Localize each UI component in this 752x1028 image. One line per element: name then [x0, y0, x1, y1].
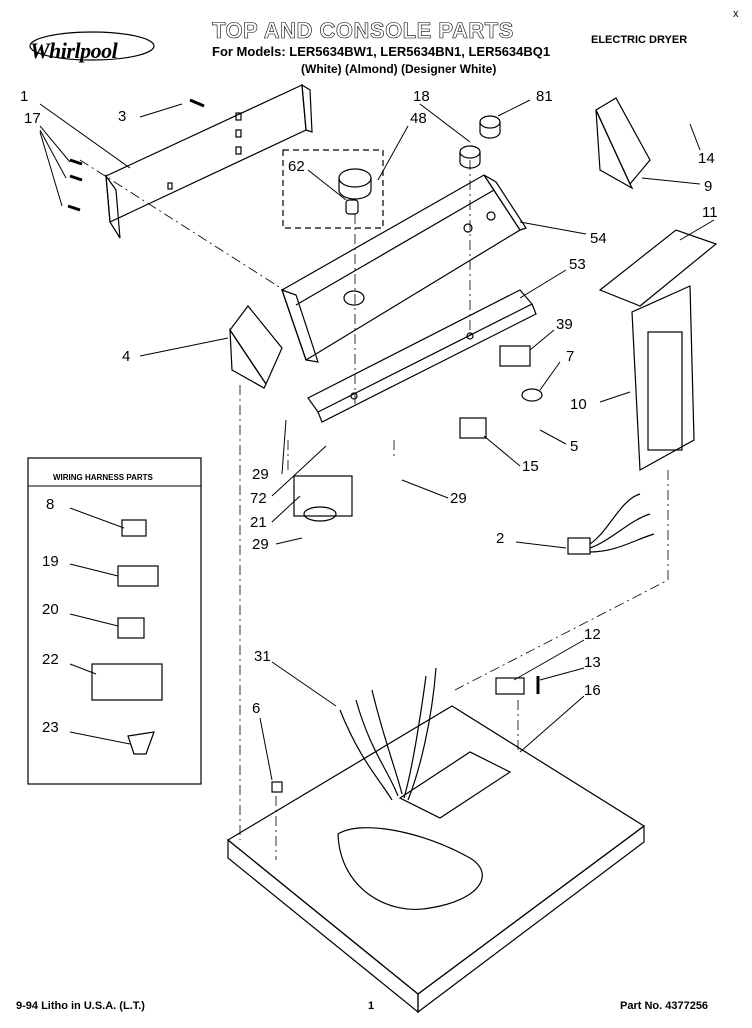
lint-screen-cover — [598, 229, 718, 307]
callout-2: 2 — [496, 530, 505, 547]
logo-swoosh-icon — [29, 31, 155, 61]
callout-7: 7 — [566, 348, 575, 365]
callout-81: 81 — [536, 88, 553, 105]
callout-29a: 29 — [252, 466, 269, 483]
callout-11: 11 — [702, 204, 718, 221]
knob-detail-box — [282, 149, 384, 229]
callout-20: 20 — [42, 601, 59, 618]
callout-53: 53 — [569, 256, 586, 273]
callout-19: 19 — [42, 553, 59, 570]
footer-page-number: 1 — [368, 1000, 375, 1012]
callout-31: 31 — [254, 648, 271, 665]
control-mount-rail — [307, 289, 533, 413]
indicator-7 — [521, 388, 543, 402]
connector-20 — [117, 617, 145, 639]
callout-14: 14 — [698, 150, 715, 167]
callout-8: 8 — [46, 496, 55, 513]
color-variants-line: (White) (Almond) (Designer White) — [301, 62, 497, 76]
callout-29c: 29 — [252, 536, 269, 553]
rear-bracket-plate — [105, 84, 307, 223]
callout-21: 21 — [250, 514, 267, 531]
callout-62: 62 — [288, 158, 305, 175]
models-line: For Models: LER5634BW1, LER5634BN1, LER5… — [212, 44, 551, 59]
callout-39: 39 — [556, 316, 573, 333]
callout-12: 12 — [584, 626, 601, 643]
callout-6: 6 — [252, 700, 261, 717]
callout-17: 17 — [24, 110, 41, 127]
connector-19 — [117, 565, 159, 587]
callout-4: 4 — [122, 348, 131, 365]
corner-mark: x — [733, 8, 739, 20]
callout-5: 5 — [570, 438, 579, 455]
callout-18: 18 — [413, 88, 430, 105]
part-15 — [459, 417, 487, 439]
callout-54: 54 — [590, 230, 607, 247]
switch-39 — [499, 345, 531, 367]
callout-23: 23 — [42, 719, 59, 736]
callout-72: 72 — [250, 490, 267, 507]
callout-3: 3 — [118, 108, 127, 125]
connector-22 — [91, 663, 163, 701]
top-panel — [226, 705, 646, 995]
callout-1: 1 — [20, 88, 29, 105]
footer-part-number: Part No. 4377256 — [620, 1000, 709, 1012]
timer-knob — [338, 168, 372, 188]
callout-9: 9 — [704, 178, 713, 195]
callout-15: 15 — [522, 458, 539, 475]
lint-screen-housing — [631, 285, 695, 471]
footer-print-info: 9-94 Litho in U.S.A. (L.T.) — [16, 1000, 145, 1012]
callout-48: 48 — [410, 110, 427, 127]
timer-21 — [293, 475, 353, 517]
callout-16: 16 — [584, 682, 601, 699]
bracket-12 — [495, 677, 525, 695]
connector-2 — [567, 537, 591, 555]
callout-13: 13 — [584, 654, 601, 671]
callout-10: 10 — [570, 396, 587, 413]
right-end-cap — [595, 97, 651, 186]
callout-29b: 29 — [450, 490, 467, 507]
wire-harness-31 — [339, 667, 437, 801]
clip-6 — [271, 781, 283, 793]
wiring-harness-title: WIRING HARNESS PARTS — [53, 473, 153, 482]
callout-22: 22 — [42, 651, 59, 668]
page-title: TOP AND CONSOLE PARTS — [212, 18, 514, 44]
wiring-harness-box — [27, 457, 202, 785]
connector-8 — [121, 519, 147, 537]
console-panel — [281, 174, 521, 361]
product-type: ELECTRIC DRYER — [591, 34, 688, 46]
left-end-cap — [229, 305, 283, 386]
clip-23 — [127, 731, 155, 755]
